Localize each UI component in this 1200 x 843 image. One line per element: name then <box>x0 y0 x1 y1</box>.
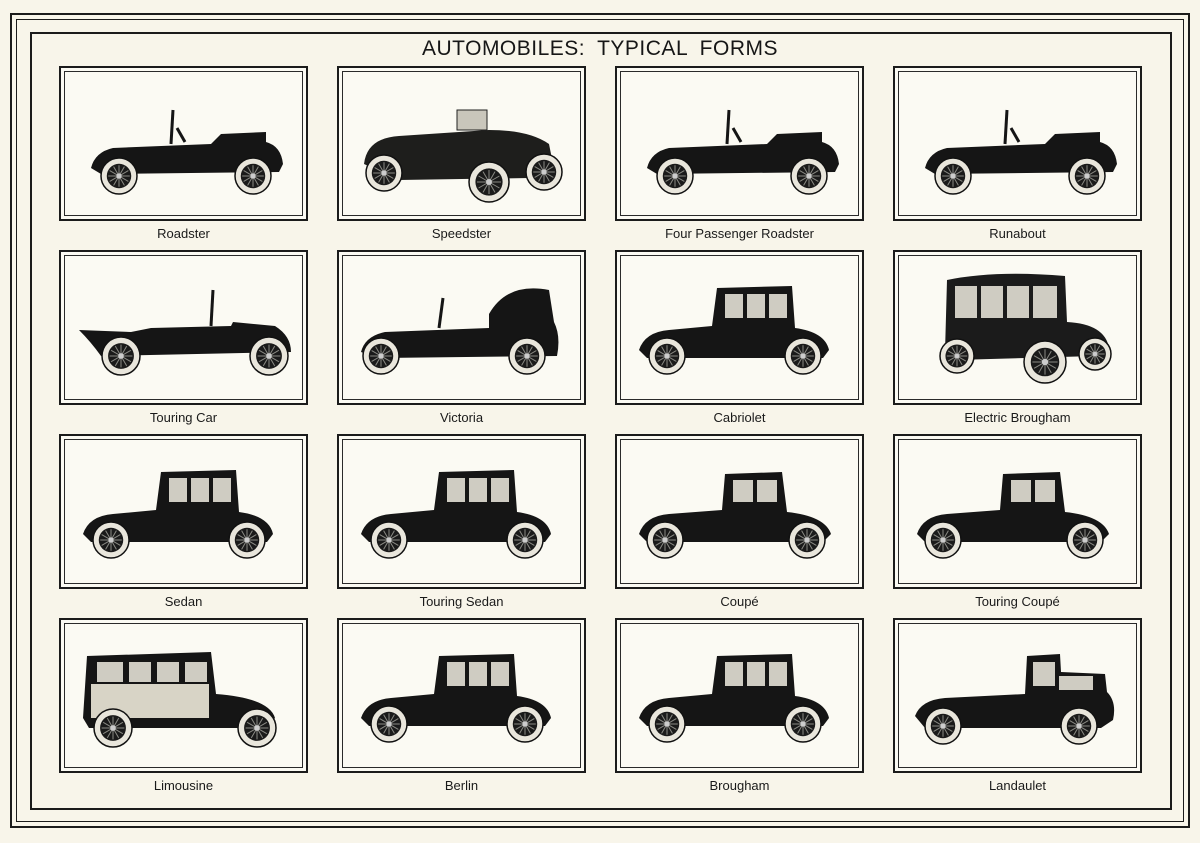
wheel-icon <box>788 521 826 559</box>
car-label-victoria: Victoria <box>439 410 484 425</box>
wheel-icon <box>656 157 694 195</box>
car-label-electric-brougham: Electric Brougham <box>964 410 1071 425</box>
car-panel-electric-brougham <box>893 250 1142 405</box>
car-panel-limousine <box>59 618 308 773</box>
car-panel-sedan <box>59 434 308 589</box>
car-panel-roadster <box>59 66 308 221</box>
wheel-icon <box>370 521 408 559</box>
car-label-sedan: Sedan <box>164 594 203 609</box>
wheel-icon <box>784 705 822 743</box>
car-label-berlin: Berlin <box>444 778 479 793</box>
car-panel-touring-car <box>59 250 308 405</box>
car-label-roadster: Roadster <box>157 226 210 241</box>
car-panel-touring-coup <box>893 434 1142 589</box>
car-panel-cabriolet <box>615 250 864 405</box>
wheel-icon <box>648 705 686 743</box>
wheel-icon <box>362 337 400 375</box>
wheel-icon <box>1068 157 1106 195</box>
car-panel-landaulet <box>893 618 1142 773</box>
car-label-touring-sedan: Touring Sedan <box>419 594 504 609</box>
car-illustration-icon <box>91 109 283 195</box>
car-label-four-passenger-roadster: Four Passenger Roadster <box>665 226 814 241</box>
car-panel-touring-sedan <box>337 434 586 589</box>
car-illustration-icon <box>925 109 1117 195</box>
car-label-coup: Coupé <box>720 594 759 609</box>
car-label-speedster: Speedster <box>431 226 492 241</box>
wheel-icon <box>228 521 266 559</box>
wheel-icon <box>370 705 408 743</box>
car-panel-brougham <box>615 618 864 773</box>
car-panel-speedster <box>337 66 586 221</box>
car-label-touring-coup: Touring Coupé <box>975 594 1060 609</box>
car-illustration-icon <box>83 470 273 559</box>
car-illustration-icon <box>361 470 551 559</box>
car-label-touring-car: Touring Car <box>149 410 218 425</box>
car-panel-berlin <box>337 618 586 773</box>
wheel-icon <box>249 336 289 376</box>
car-illustration-icon <box>361 654 551 743</box>
car-panel-coup <box>615 434 864 589</box>
car-illustration-icon <box>639 654 829 743</box>
wheel-icon <box>506 705 544 743</box>
wheel-icon <box>101 336 141 376</box>
car-illustration-icon <box>917 472 1109 559</box>
car-label-limousine: Limousine <box>153 778 214 793</box>
wheel-icon <box>784 337 822 375</box>
car-illustration-icon <box>639 286 829 375</box>
wheel-icon <box>237 708 277 748</box>
wheel-icon <box>365 154 403 192</box>
wheel-icon <box>1078 337 1112 371</box>
wheel-icon <box>92 521 130 559</box>
wheel-icon <box>790 157 828 195</box>
wheel-icon <box>646 521 684 559</box>
wheel-icon <box>648 337 686 375</box>
car-illustration-icon <box>79 289 291 376</box>
car-illustration-icon <box>639 472 831 559</box>
wheel-icon <box>100 157 138 195</box>
car-label-cabriolet: Cabriolet <box>713 410 766 425</box>
wheel-icon <box>234 157 272 195</box>
car-illustration-icon <box>915 654 1115 745</box>
wheel-icon <box>468 161 510 203</box>
outer-border <box>10 13 1190 828</box>
wheel-icon <box>924 707 962 745</box>
car-panel-victoria <box>337 250 586 405</box>
wheel-icon <box>1066 521 1104 559</box>
car-panel-runabout <box>893 66 1142 221</box>
wheel-icon <box>508 337 546 375</box>
car-illustration-icon <box>364 109 563 203</box>
outer-border-inner-line <box>16 19 1184 822</box>
content-frame <box>30 32 1172 810</box>
page-title: AUTOMOBILES: TYPICAL FORMS <box>421 37 779 60</box>
wheel-icon <box>939 338 975 374</box>
wheel-icon <box>1023 340 1067 384</box>
car-illustration-icon <box>939 273 1112 384</box>
car-label-brougham: Brougham <box>709 778 770 793</box>
wheel-icon <box>934 157 972 195</box>
car-label-landaulet: Landaulet <box>988 778 1047 793</box>
car-panel-four-passenger-roadster <box>615 66 864 221</box>
car-illustration-icon <box>83 652 277 748</box>
car-illustration-icon <box>361 288 559 375</box>
wheel-icon <box>924 521 962 559</box>
wheel-icon <box>1060 707 1098 745</box>
wheel-icon <box>506 521 544 559</box>
car-label-runabout: Runabout <box>989 226 1046 241</box>
car-illustration-icon <box>647 109 839 195</box>
wheel-icon <box>93 708 133 748</box>
wheel-icon <box>525 153 563 191</box>
